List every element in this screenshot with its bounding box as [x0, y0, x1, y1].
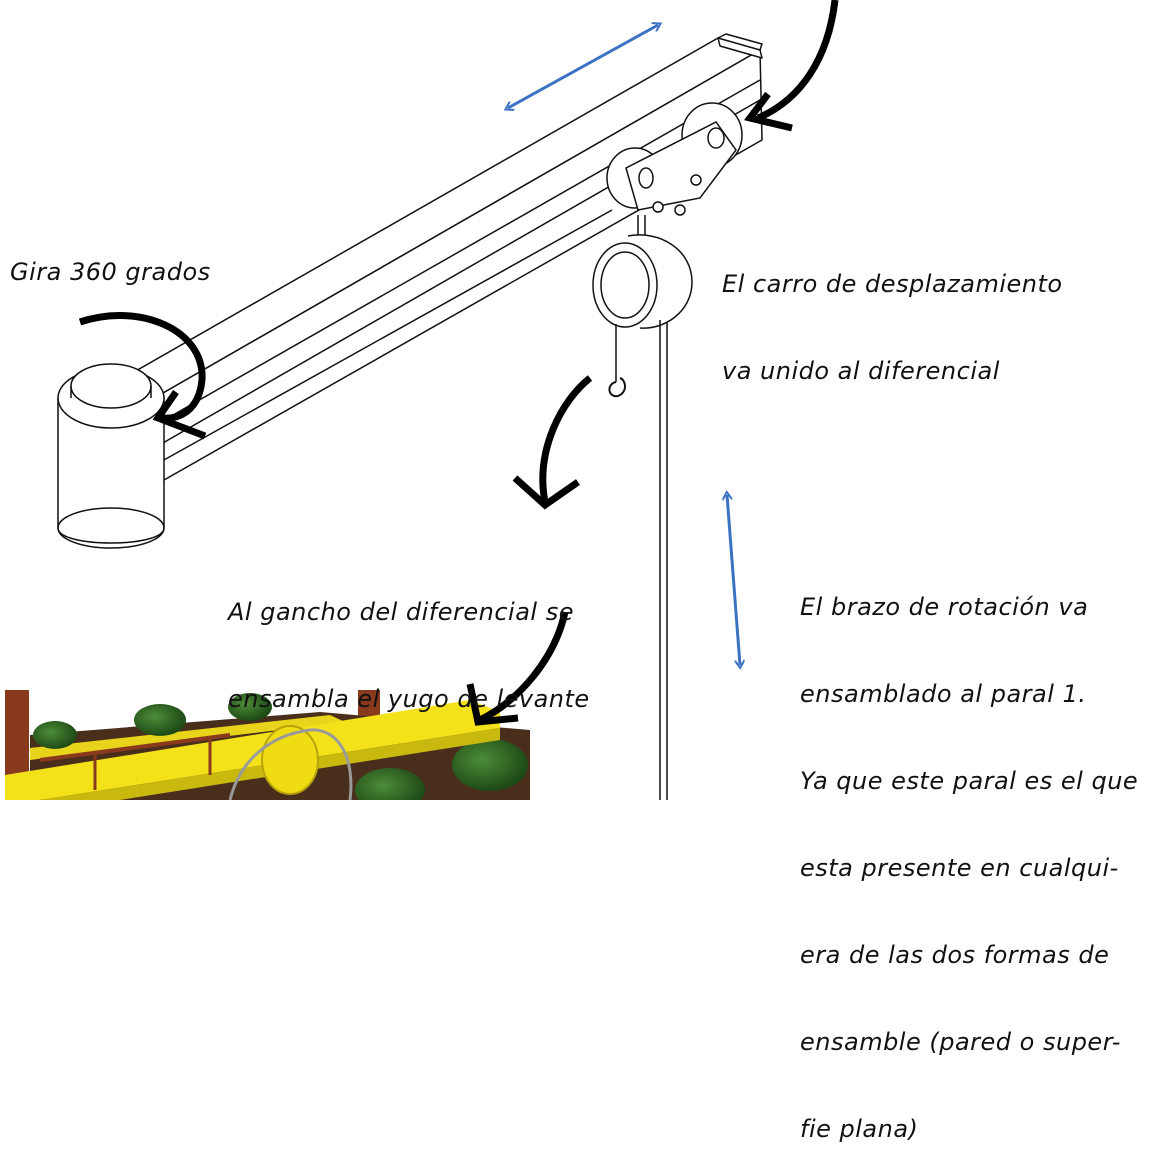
arrow-hook	[539, 375, 593, 503]
arm-label-line: fie plana)	[800, 1115, 919, 1143]
slewing-motor	[57, 363, 165, 549]
hook-label: Al gancho del diferencial se ensambla el…	[228, 540, 590, 743]
shrubs	[33, 693, 528, 800]
arm-label-line: esta presente en cualqui-	[800, 854, 1119, 882]
yellow-rail	[5, 700, 500, 800]
arm-top-face	[84, 37, 761, 413]
arm-label: El brazo de rotación va ensamblado al pa…	[800, 535, 1138, 1173]
arm-label-line: Ya que este paral es el que	[800, 767, 1139, 795]
arrow-rotate	[78, 312, 206, 422]
vertical-lift-arrow	[727, 495, 740, 665]
annotation-arrows	[78, 0, 839, 726]
hoist-diagram	[5, 0, 839, 800]
trolley-plate	[625, 121, 737, 211]
carriage-label: El carro de desplazamiento va unido al d…	[722, 212, 1063, 415]
pipe-cap	[261, 725, 319, 795]
carriage-label-line: va unido al diferencial	[722, 357, 1000, 385]
hook-icon	[608, 377, 626, 398]
handrail	[39, 733, 231, 762]
cable-loop	[228, 728, 353, 800]
hoist-drum	[592, 234, 693, 800]
rotate-label: Gira 360 grados	[10, 258, 211, 286]
carriage-label-line: El carro de desplazamiento	[722, 270, 1063, 298]
motion-arrows	[508, 25, 740, 665]
render-inset	[5, 690, 532, 800]
arrow-render	[478, 611, 569, 724]
trolley-travel-arrow	[508, 25, 658, 108]
arm-end-cap	[717, 37, 763, 59]
arrow-carriage	[756, 0, 839, 122]
arm-label-line: El brazo de rotación va	[800, 593, 1089, 621]
hook-label-line: Al gancho del diferencial se	[228, 598, 574, 626]
arm-label-line: ensamble (pared o super-	[800, 1028, 1121, 1056]
arm-label-line: ensamblado al paral 1.	[800, 680, 1087, 708]
arm-label-line: era de las dos formas de	[800, 941, 1110, 969]
hook-label-line: ensambla el yugo de levante	[228, 685, 590, 713]
planter-wall	[30, 715, 345, 760]
